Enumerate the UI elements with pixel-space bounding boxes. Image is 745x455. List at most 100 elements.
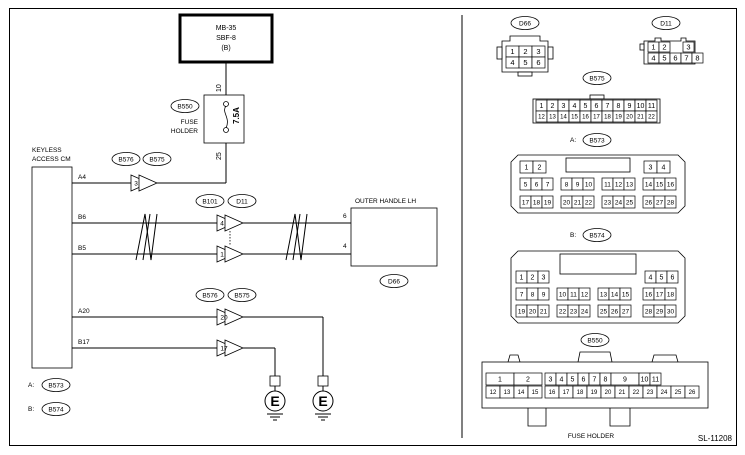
- pin-label: 6: [535, 181, 539, 188]
- badge-b575-low: [227, 288, 257, 302]
- pin-cell: [619, 287, 632, 301]
- pin-cell: [664, 287, 677, 301]
- pin-label: 16: [645, 291, 653, 298]
- pin-cell: [582, 195, 595, 209]
- b573-badge: [582, 133, 612, 147]
- pin-label: 20: [626, 115, 633, 121]
- svg-text:D11: D11: [236, 199, 248, 206]
- svg-text:B101: B101: [202, 199, 218, 206]
- b574-badge: [582, 228, 612, 242]
- pin-cell: [691, 52, 704, 64]
- pin-label: 2: [526, 377, 530, 384]
- pin-label: 19: [591, 390, 598, 396]
- diagram-frame: [9, 8, 737, 446]
- pin-cell: [623, 177, 636, 191]
- twisted-pair-left: [135, 213, 158, 261]
- pin-label: 22: [633, 390, 640, 396]
- pin-cell: [582, 177, 595, 191]
- legend-b-prefix: B:: [28, 406, 34, 413]
- pin-cell: [682, 41, 695, 53]
- legend-a-prefix: A:: [28, 382, 34, 389]
- b550-caption: FUSE HOLDER: [568, 433, 615, 440]
- pin-cell: [664, 177, 677, 191]
- pin-label: 22: [648, 115, 655, 121]
- outer-handle-lh: [350, 207, 438, 267]
- pin-label: 13: [600, 291, 608, 298]
- wire-b5-label: B5: [78, 245, 86, 252]
- fuse-pin-bottom: 25: [216, 152, 223, 160]
- pin-label: 13: [504, 390, 511, 396]
- conn-a20: 20: [220, 315, 228, 322]
- conn-b6: 4: [220, 221, 224, 228]
- pin-label: 16: [582, 115, 589, 121]
- pin-label: 26: [689, 390, 696, 396]
- pin-label: 3: [562, 103, 566, 110]
- pin-label: 3: [649, 165, 653, 172]
- pin-label: 11: [570, 291, 577, 298]
- handle-label: OUTER HANDLE LH: [355, 198, 416, 205]
- pin-label: 11: [604, 181, 611, 188]
- cm-label-2: ACCESS CM: [32, 156, 71, 163]
- legend-a-badge: [41, 378, 71, 392]
- wire-b17-label: B17: [78, 339, 90, 346]
- pin-label: 5: [571, 377, 575, 384]
- pin-cell: [537, 270, 550, 284]
- pin-label: 10: [585, 181, 593, 188]
- pin-label: 5: [660, 275, 664, 282]
- pin-label: 5: [662, 54, 666, 63]
- pin-cell: [664, 304, 677, 318]
- pin-label: 10: [641, 377, 649, 384]
- pin-label: 26: [645, 199, 653, 206]
- pin-label: 27: [622, 308, 630, 315]
- keyless-access-cm: [31, 166, 73, 369]
- pin-label: 8: [617, 103, 621, 110]
- pin-label: 9: [542, 291, 546, 298]
- pin-label: 7: [606, 103, 610, 110]
- badge-d66: [379, 274, 409, 288]
- pin-label: 17: [563, 390, 570, 396]
- svg-text:B575: B575: [589, 76, 605, 83]
- pin-cell: [645, 110, 658, 123]
- pin-cell: [537, 287, 550, 301]
- legend-b-badge: [41, 402, 71, 416]
- power-line-2: SBF-8: [216, 35, 236, 42]
- d66-badge: [510, 16, 540, 30]
- cm-label-1: KEYLESS: [32, 147, 62, 154]
- conn-b5: 1: [220, 252, 224, 259]
- pin-label: 1: [520, 275, 524, 282]
- pin-cell: [666, 270, 679, 284]
- pin-label: 13: [549, 115, 556, 121]
- pin-label: 29: [656, 308, 664, 315]
- ground-left: E: [264, 375, 286, 421]
- pin-label: 1: [525, 165, 529, 172]
- pin-label: 3: [549, 377, 553, 384]
- pin-label: 4: [649, 275, 653, 282]
- pin-label: 16: [549, 390, 556, 396]
- pin-label: 6: [582, 377, 586, 384]
- wire-a4-label: A4: [78, 174, 86, 181]
- pin-label: 25: [626, 199, 634, 206]
- svg-text:D66: D66: [519, 21, 531, 28]
- pin-label: 4: [651, 54, 655, 63]
- pin-label: 23: [647, 390, 654, 396]
- pin-label: 24: [661, 390, 668, 396]
- pin-label: 18: [533, 199, 541, 206]
- pin-label: 4: [510, 58, 514, 67]
- pin-label: 7: [684, 54, 688, 63]
- pin-label: 17: [593, 115, 600, 121]
- power-source-box: [178, 13, 274, 64]
- pin-label: 11: [652, 377, 659, 384]
- pin-label: 19: [544, 199, 552, 206]
- pin-label: 13: [626, 181, 634, 188]
- pin-label: 8: [604, 377, 608, 384]
- pin-label: 4: [573, 103, 577, 110]
- pin-label: 20: [605, 390, 612, 396]
- conn-a4: 3: [134, 181, 138, 188]
- svg-text:E: E: [270, 393, 279, 409]
- pin-label: 8: [695, 54, 699, 63]
- pin-label: 12: [615, 181, 623, 188]
- pin-label: 25: [675, 390, 682, 396]
